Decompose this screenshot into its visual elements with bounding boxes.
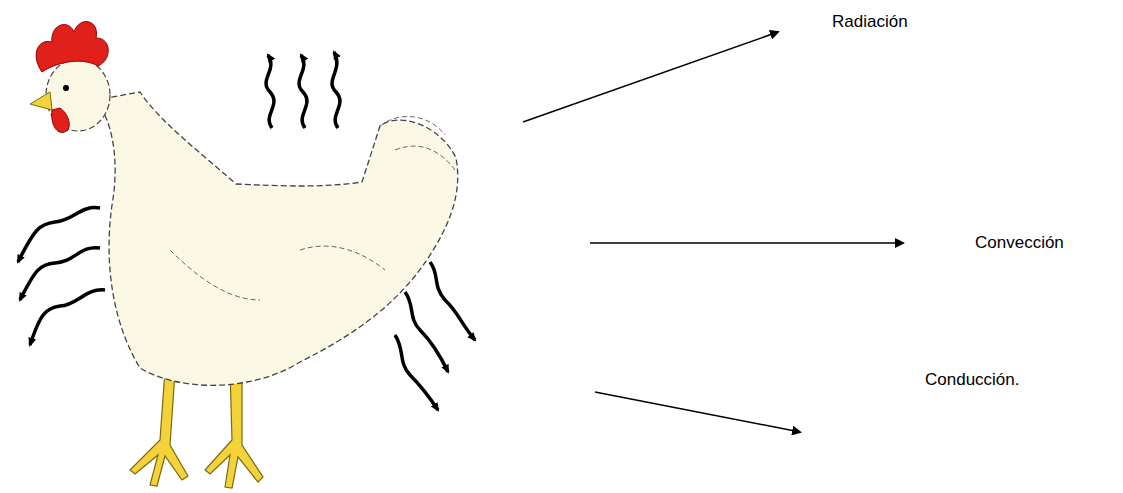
arrow-label: Conducción. — [925, 370, 1020, 390]
chicken-beak — [30, 92, 52, 110]
feather-lines — [170, 116, 455, 300]
arrow-label: Radiación — [832, 12, 908, 32]
chicken-wattle — [52, 108, 70, 132]
chicken-eye — [63, 85, 69, 91]
heat-waves — [18, 52, 475, 410]
leader-arrows — [523, 32, 903, 432]
chicken-comb — [36, 22, 108, 72]
chicken-body — [95, 92, 458, 385]
chicken-legs — [130, 370, 263, 488]
arrow-label: Convección — [975, 233, 1064, 253]
